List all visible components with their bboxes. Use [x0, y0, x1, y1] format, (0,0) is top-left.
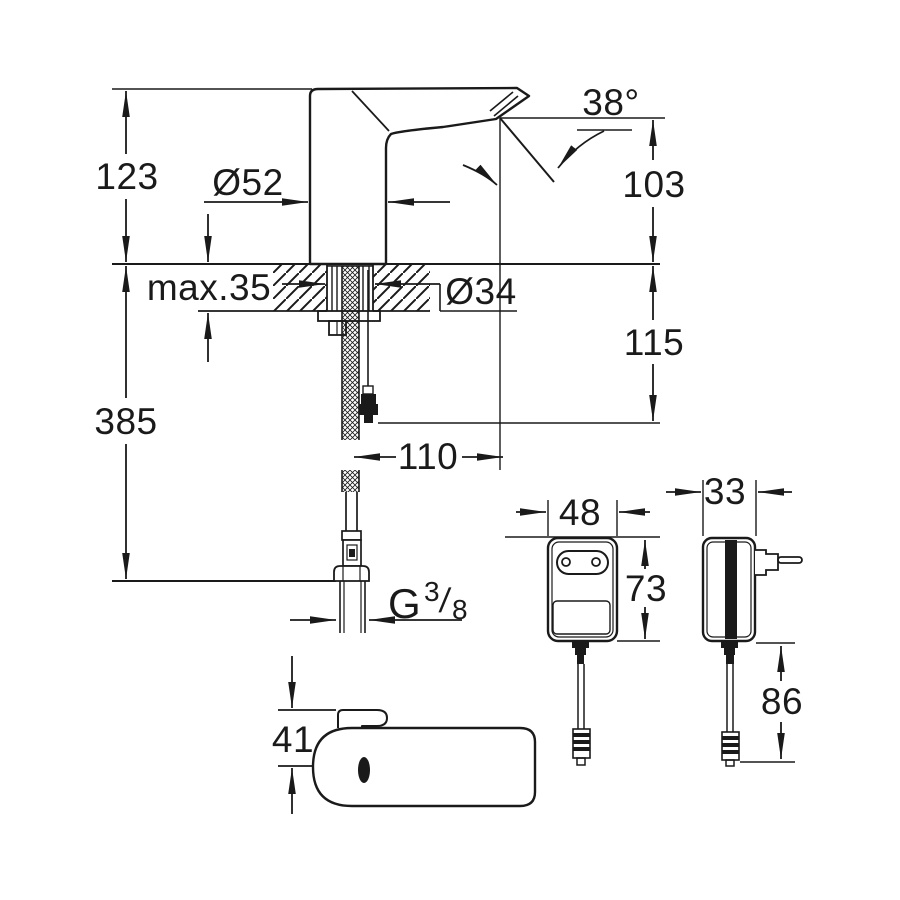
stream-direction-arrow	[462, 164, 498, 186]
sensor-window	[358, 757, 370, 783]
socket-hole	[591, 557, 601, 567]
dim-adapter-width: 48	[558, 492, 602, 533]
aerator-slot-line	[493, 95, 519, 117]
adapter-seam-band	[725, 540, 737, 639]
g38-hex-nut	[333, 565, 370, 582]
faucet-crease-line	[351, 90, 390, 132]
cable-connector	[359, 385, 378, 423]
dim-aerator-angle: 38°	[582, 82, 640, 123]
dim-adapter-cable-drop: 86	[760, 681, 804, 722]
braided-hose	[342, 266, 359, 440]
countertop-hatch-left	[273, 264, 327, 311]
supply-hose-assembly	[317, 266, 381, 633]
dim-spout-outlet-height: 103	[622, 164, 686, 205]
aerator-slot-line	[489, 91, 514, 112]
adapter-label-area	[552, 600, 611, 635]
g38-thread-pipe	[339, 581, 366, 633]
dim-thread-size: G 3 / 8	[388, 576, 478, 627]
dim-overall-height: 385	[94, 401, 158, 442]
thread-denominator: 8	[452, 594, 468, 625]
plug-base	[755, 549, 779, 576]
hose-collar	[341, 530, 362, 541]
mounting-flange	[317, 310, 381, 322]
dim-spout-head-height: 41	[271, 719, 315, 760]
spout-top-view	[311, 709, 537, 808]
power-adapter-side-view	[701, 536, 803, 767]
power-adapter-front-view	[546, 536, 619, 766]
dim-height-to-spout-top: 123	[95, 156, 159, 197]
spout-body-top-outline	[311, 726, 537, 808]
socket-hole	[561, 557, 571, 567]
dim-adapter-depth: 33	[703, 471, 747, 512]
plug-pin	[777, 556, 803, 564]
dimension-lines	[122, 91, 792, 814]
dim-under-deck-height: 115	[623, 322, 685, 363]
dim-hole-diameter: Ø34	[445, 271, 517, 312]
thread-numerator: 3	[424, 576, 440, 607]
dim-max-deck-thickness: max.35	[146, 267, 272, 308]
countertop-hatch-right	[373, 264, 430, 311]
faucet-outline	[308, 86, 531, 266]
faucet-side-view	[308, 86, 531, 266]
angle-leader-arrow	[557, 130, 605, 169]
socket-face	[556, 550, 609, 575]
thread-letter: G	[388, 580, 421, 627]
dim-adapter-height: 73	[624, 568, 668, 609]
braided-hose-stub	[342, 470, 359, 492]
dim-spout-reach: 110	[397, 436, 459, 477]
dim-body-diameter: Ø52	[212, 162, 284, 203]
spout-tip-tab	[337, 709, 388, 728]
